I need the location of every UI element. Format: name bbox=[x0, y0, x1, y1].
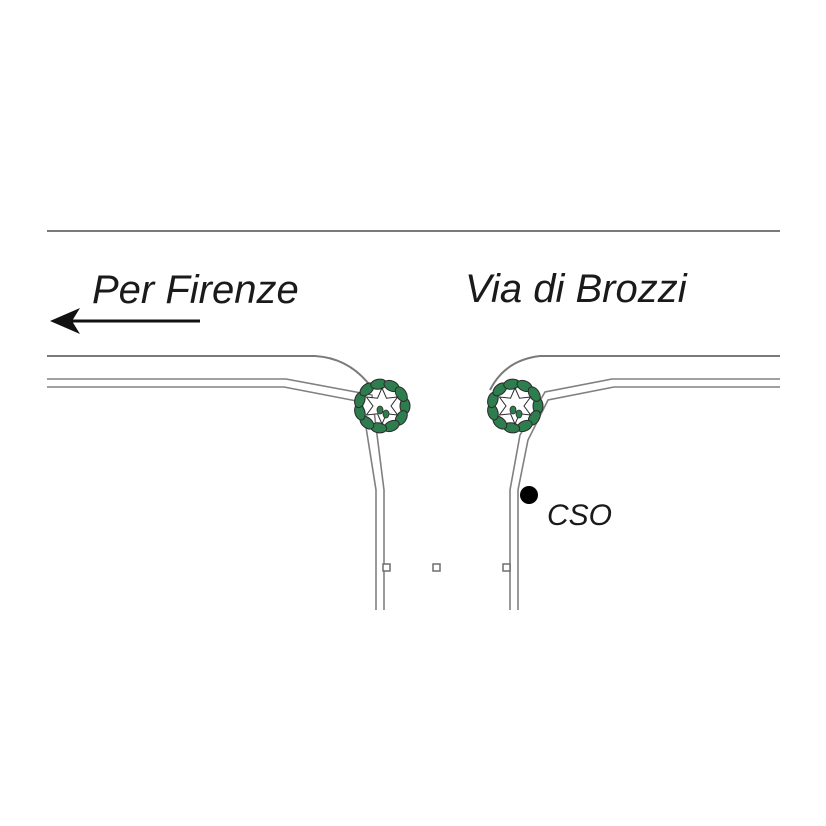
sidewalk-right-outer bbox=[509, 378, 780, 610]
filled-circle-icon bbox=[520, 486, 538, 504]
cso-label: CSO bbox=[547, 499, 612, 532]
bollard-right bbox=[502, 563, 511, 572]
street-name-label: Via di Brozzi bbox=[465, 267, 688, 311]
bollard-left bbox=[382, 563, 391, 572]
bollard-center bbox=[432, 563, 441, 572]
street-edge-right-curb bbox=[489, 355, 780, 391]
sidewalk-left-inner bbox=[47, 386, 377, 610]
direction-label: Per Firenze bbox=[92, 268, 299, 312]
sidewalk-left-outer bbox=[47, 378, 385, 610]
street-edge-left-curb bbox=[47, 355, 373, 389]
tree-icon bbox=[354, 378, 411, 434]
arrow-left-icon bbox=[50, 308, 200, 334]
tree-icon bbox=[487, 378, 544, 434]
